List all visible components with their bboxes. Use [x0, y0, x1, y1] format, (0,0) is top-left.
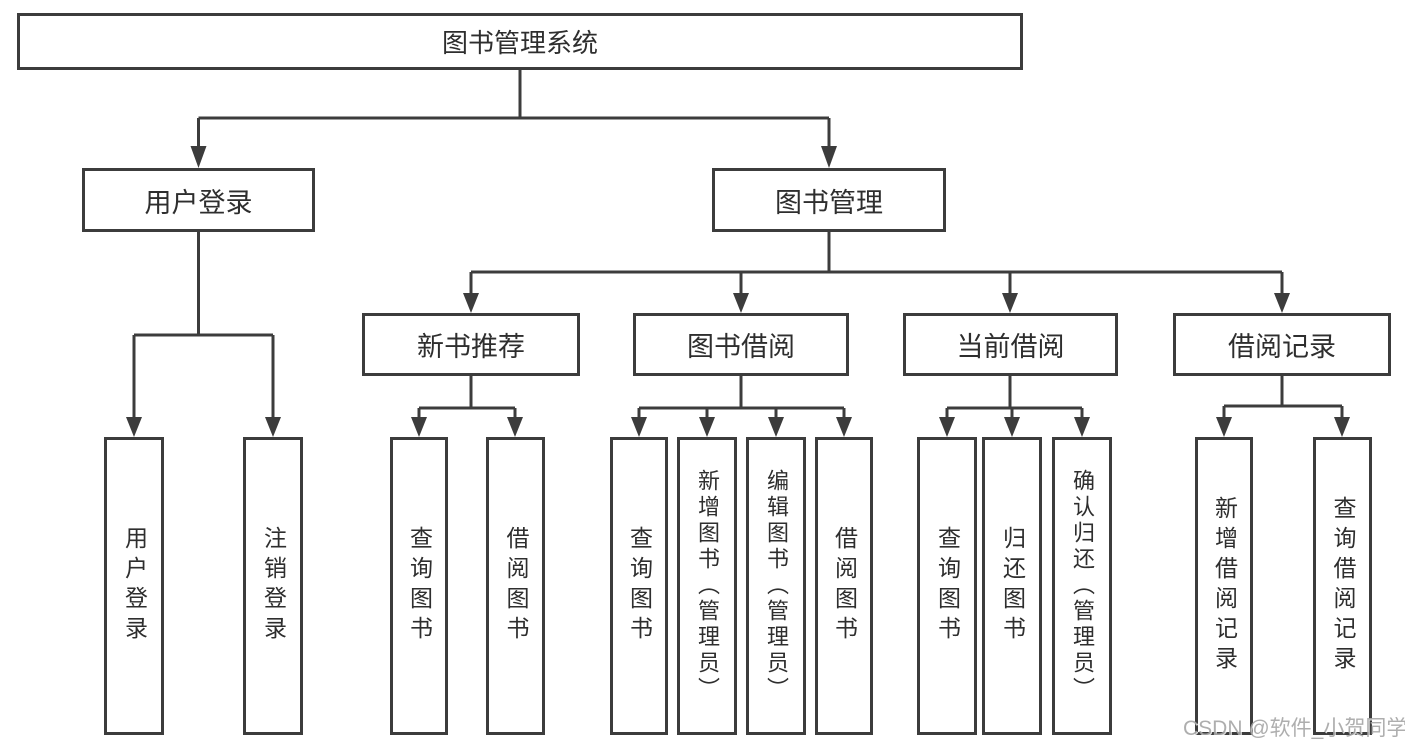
node-label: 图书借阅 [687, 332, 795, 362]
node-borrow-records: 借阅记录 [1173, 313, 1391, 376]
node-user-login-group: 用户登录 [82, 168, 315, 232]
node-leaf-logout: 注销登录 [243, 437, 303, 735]
node-leaf-add-books-admin: 新增图书（管理员） [677, 437, 737, 735]
node-label: 图书管理系统 [441, 28, 598, 58]
connector-borrow-records [1222, 376, 1344, 419]
connector-book-borrow [637, 376, 846, 419]
node-label: 新增借阅记录 [1211, 496, 1238, 676]
node-label: 借阅图书 [503, 526, 529, 646]
connector-book-management [469, 232, 1284, 295]
arrowheads [126, 146, 1350, 437]
node-label: 用户登录 [121, 526, 148, 646]
csdn-watermark: CSDN @软件_小贺同学 [1183, 717, 1405, 740]
node-leaf-edit-books-admin: 编辑图书（管理员） [746, 437, 806, 735]
node-leaf-query-borrow-record: 查询借阅记录 [1313, 437, 1372, 735]
node-label: 确认归还（管理员） [1070, 469, 1095, 703]
node-label: 新增图书（管理员） [695, 469, 720, 703]
node-label: 归还图书 [999, 526, 1026, 646]
node-current-borrow: 当前借阅 [903, 313, 1118, 376]
node-leaf-query-books-current: 查询图书 [917, 437, 977, 735]
node-label: 借阅记录 [1228, 332, 1336, 362]
node-book-borrow: 图书借阅 [633, 313, 849, 376]
node-label: 查询图书 [626, 526, 653, 646]
node-leaf-add-borrow-record: 新增借阅记录 [1195, 437, 1253, 735]
node-label: 图书管理 [775, 187, 883, 218]
node-label: 查询图书 [406, 526, 433, 646]
connector-user-login [132, 232, 275, 419]
connector-current-borrow [945, 376, 1084, 419]
node-leaf-borrow-books: 借阅图书 [815, 437, 873, 735]
node-label: 查询图书 [934, 526, 961, 646]
node-leaf-return-books: 归还图书 [982, 437, 1042, 735]
node-root: 图书管理系统 [17, 13, 1023, 70]
node-new-book-recommend: 新书推荐 [362, 313, 580, 376]
node-label: 编辑图书（管理员） [764, 469, 789, 703]
node-book-management: 图书管理 [712, 168, 946, 232]
node-leaf-borrow-books-recommend: 借阅图书 [486, 437, 545, 735]
node-leaf-query-books-recommend: 查询图书 [390, 437, 448, 735]
connector-new-book-recommend [417, 376, 517, 419]
node-label: 新书推荐 [417, 332, 525, 362]
connector-root [197, 70, 831, 148]
node-label: 注销登录 [260, 526, 287, 646]
node-leaf-user-login: 用户登录 [104, 437, 164, 735]
node-label: 查询借阅记录 [1330, 496, 1356, 676]
node-leaf-confirm-return-admin: 确认归还（管理员） [1052, 437, 1112, 735]
node-label: 用户登录 [144, 187, 253, 218]
node-label: 当前借阅 [956, 332, 1065, 362]
node-label: 借阅图书 [831, 526, 858, 646]
node-leaf-query-books-borrow: 查询图书 [610, 437, 668, 735]
